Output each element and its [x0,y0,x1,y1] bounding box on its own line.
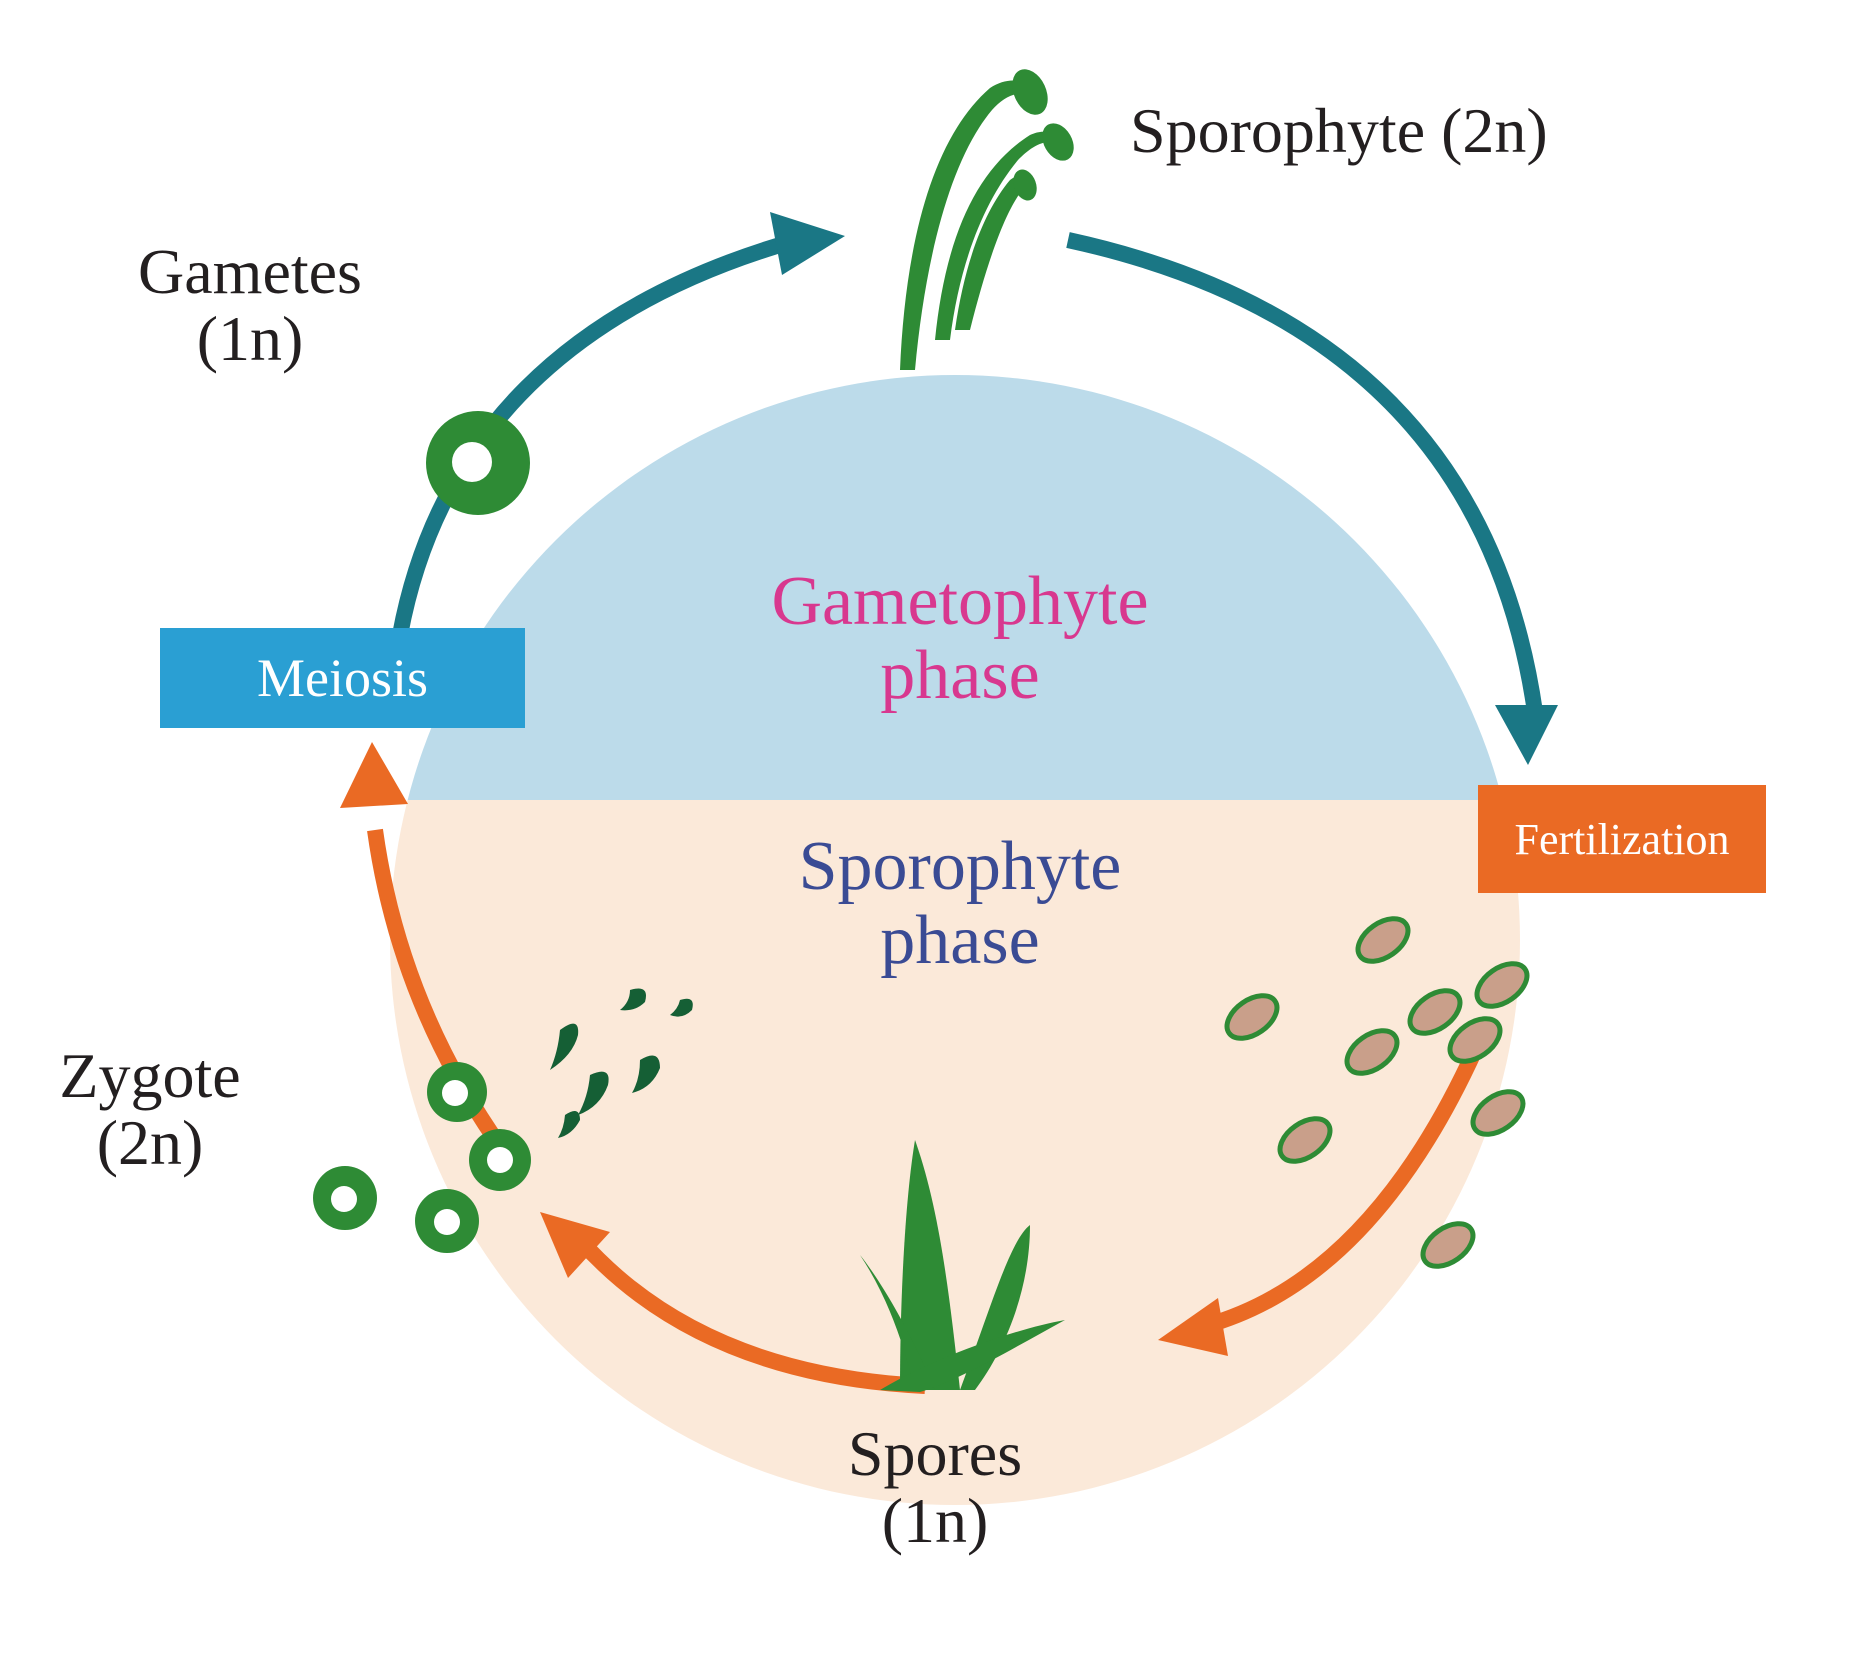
spore [1344,1028,1400,1076]
gametophyte-phase-line2: phase [880,636,1040,714]
arrowhead-bottom-left [540,1212,610,1278]
gametophyte-phase-label: Gametophyte phase [700,565,1220,712]
sporophyte-label: Sporophyte (2n) [1130,95,1548,166]
sperm-icons [550,988,693,1138]
fertilization-box [1478,785,1766,893]
gametes-label-line2: (1n) [196,303,304,375]
gametophyte-phase-line1: Gametophyte [771,563,1149,640]
arrow-fertilization-to-spores [1202,1046,1483,1334]
spore [1474,961,1530,1009]
spore [1420,1221,1476,1269]
arrow-zygote-to-meiosis [367,828,517,1165]
arrow-sporophyte-to-fertilization [1066,232,1543,714]
sporophyte-phase-label: Sporophyte phase [700,830,1220,977]
spore [1224,993,1280,1041]
young-plant-icon [860,1140,1065,1392]
spore [1277,1116,1333,1164]
spores-label: Spores (1n) [810,1418,1060,1557]
arrowhead-bottom-right [1158,1298,1228,1356]
spores-label-line1: Spores [847,1418,1023,1489]
fertilization-label: Fertilization [1514,814,1730,864]
arrow-spores-to-zygote [574,1234,926,1394]
zygote-label-line2: (2n) [96,1107,204,1179]
gamete-icon [426,411,530,515]
arrow-meiosis-to-sporophyte [392,234,793,637]
spore [1407,988,1463,1036]
arrowhead-left [340,742,408,808]
spores-label-line2: (1n) [881,1485,989,1557]
zygote-label: Zygote (2n) [25,1040,275,1179]
meiosis-box [160,628,525,728]
spore-icons [1224,916,1530,1269]
zygote-label-line1: Zygote [59,1040,241,1111]
spore [1447,1016,1503,1064]
moss-sporophyte-icon [900,69,1074,370]
sporophyte-phase-line1: Sporophyte [798,828,1122,905]
arrowhead-top [770,212,845,275]
gametes-label-line1: Gametes [138,236,362,307]
arrowhead-right [1495,705,1558,765]
sporophyte-phase-line2: phase [880,901,1040,979]
sporophyte-arrows [367,828,1483,1394]
spore [1470,1089,1526,1137]
zygote-icons [313,1062,531,1253]
gametophyte-arrows [392,232,1543,714]
gametes-label: Gametes (1n) [100,236,400,375]
spore [1355,916,1411,964]
meiosis-label: Meiosis [256,648,429,708]
